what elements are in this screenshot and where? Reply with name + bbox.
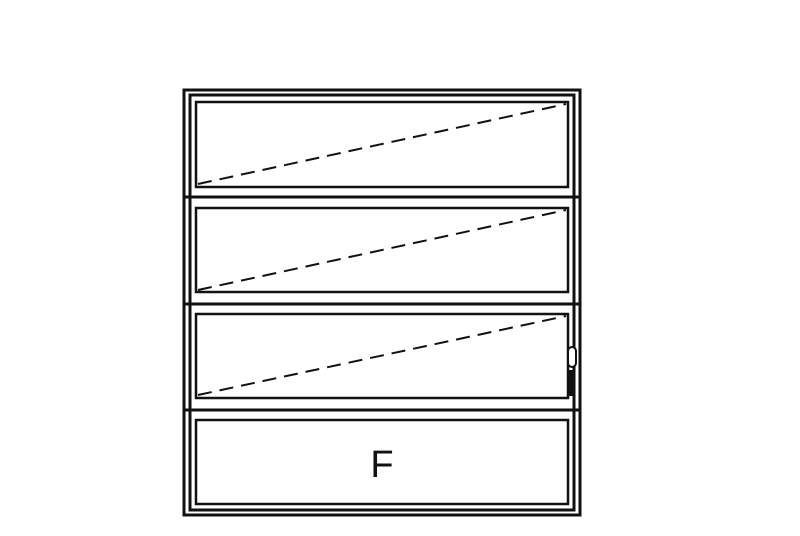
fixed-panel-label: F	[370, 444, 393, 486]
panel-2-glass	[194, 206, 570, 294]
panel-3	[194, 312, 577, 400]
panel-4: F	[194, 418, 570, 506]
panel-2-swing-indicator	[197, 209, 567, 291]
panel-1-glass	[194, 100, 570, 189]
panel-1-swing-indicator	[197, 103, 567, 185]
handle-icon	[567, 346, 577, 396]
panel-2	[194, 206, 570, 294]
panel-4-glass	[194, 418, 570, 506]
panel-1	[194, 100, 570, 189]
panel-3-swing-indicator	[197, 315, 567, 396]
